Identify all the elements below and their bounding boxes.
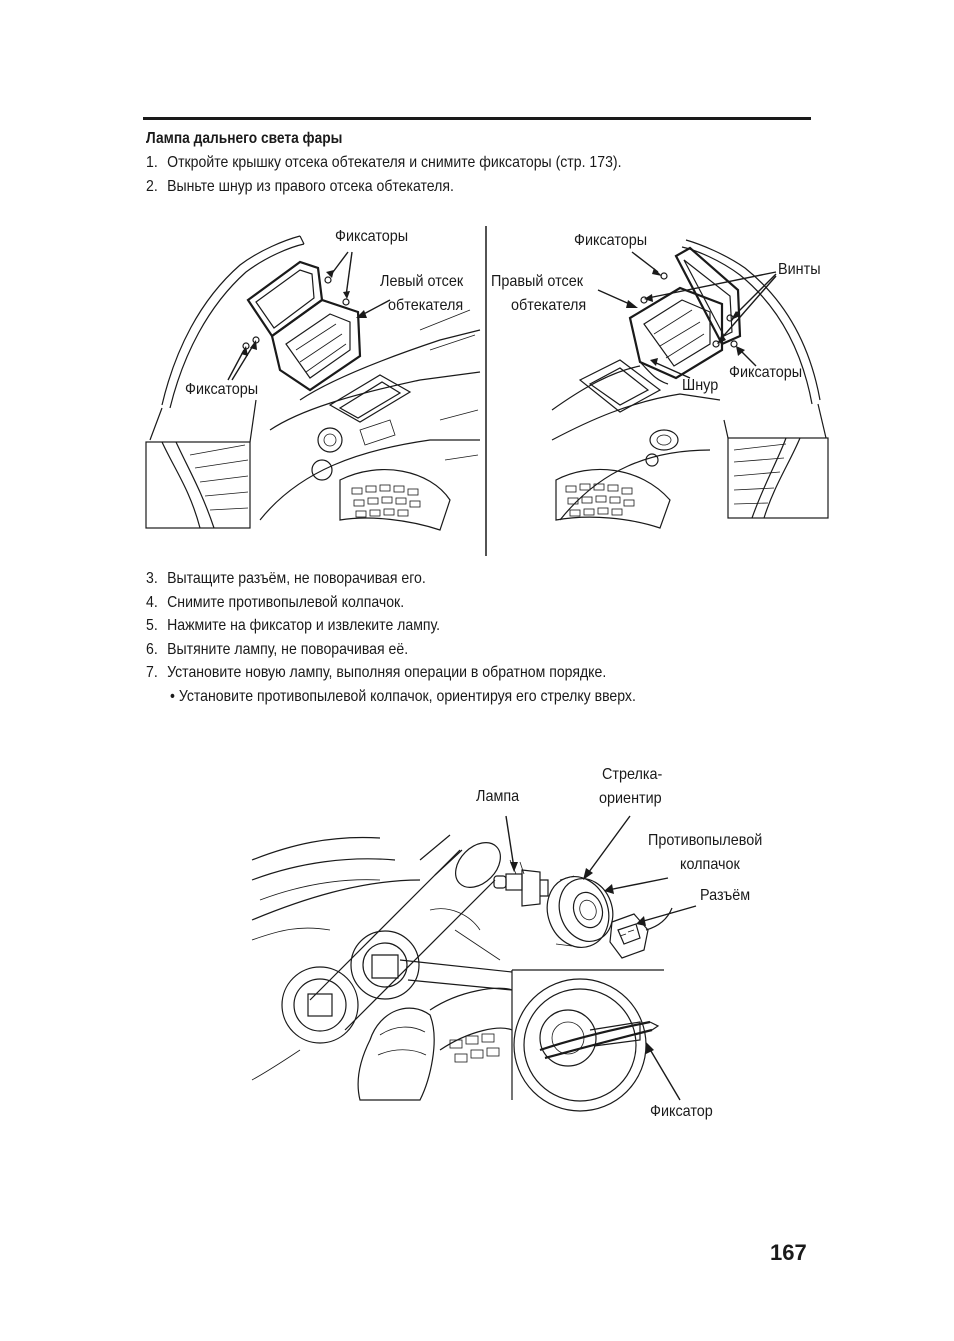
section-heading: Лампа дальнего света фары xyxy=(146,130,343,147)
label-lamp: Лампа xyxy=(476,788,520,805)
step-text: Установите новую лампу, выполняя операци… xyxy=(167,664,607,681)
label-clips-bottom-right: Фиксаторы xyxy=(729,364,803,381)
label-clips-top-right: Фиксаторы xyxy=(574,232,648,249)
step-text: Нажмите на фиксатор и извлеките лампу. xyxy=(167,617,441,634)
dust-cap-drawing xyxy=(546,875,614,948)
bulb-drawing xyxy=(493,859,549,907)
retainer-arrow xyxy=(647,1045,681,1101)
cord-arrow xyxy=(653,361,691,379)
label-dust-cap-1: Противопылевой xyxy=(648,832,763,849)
header-rule xyxy=(143,117,811,120)
label-retainer: Фиксатор xyxy=(650,1103,713,1120)
step-number: 7. xyxy=(146,664,158,681)
screw-arrow-3 xyxy=(719,275,777,341)
left-clip-arrow-2 xyxy=(345,251,353,297)
step-text: Вытяните лампу, не поворачивая её. xyxy=(167,641,409,658)
connector-arrow xyxy=(639,905,697,923)
label-arrow-guide-2: ориентир xyxy=(599,790,662,807)
retainer-detail-inset xyxy=(511,969,664,1112)
step-3: 3. Вытащите разъём, не поворачивая его. xyxy=(146,570,426,588)
dust-cap-arrow xyxy=(607,877,669,891)
label-left-compartment-2: обтекателя xyxy=(388,297,464,314)
right-clip-arrow-2 xyxy=(739,349,757,367)
label-clips-bottom-left: Фиксаторы xyxy=(185,381,259,398)
step-number: 3. xyxy=(146,570,158,587)
right-fairing-drawing xyxy=(551,239,829,529)
arrow-guide-arrow xyxy=(585,815,631,877)
label-left-compartment-1: Левый отсек xyxy=(380,273,464,290)
right-clip-arrow xyxy=(631,251,659,273)
step-text: Вытащите разъём, не поворачивая его. xyxy=(167,570,426,587)
step-6: 6. Вытяните лампу, не поворачивая её. xyxy=(146,641,408,659)
label-screws: Винты xyxy=(778,261,821,278)
label-right-compartment-1: Правый отсек xyxy=(491,273,584,290)
connector-drawing xyxy=(609,907,673,959)
label-clips-top-left: Фиксаторы xyxy=(335,228,409,245)
step-number: 4. xyxy=(146,594,158,611)
left-clip-arrow-3 xyxy=(227,349,245,381)
step-4: 4. Снимите противопылевой колпачок. xyxy=(146,594,404,612)
left-fairing-drawing xyxy=(145,235,481,531)
left-clip-arrow-4 xyxy=(231,343,255,381)
step-number: 1. xyxy=(146,154,158,171)
screw-arrow-1 xyxy=(647,271,777,299)
page-number: 167 xyxy=(770,1240,807,1265)
headlight-assembly-drawing xyxy=(251,834,513,1101)
step-text: Выньте шнур из правого отсека обтекателя… xyxy=(167,178,454,195)
label-connector: Разъём xyxy=(700,887,751,904)
label-right-compartment-2: обтекателя xyxy=(511,297,587,314)
step-number: 5. xyxy=(146,617,158,634)
step-number: 2. xyxy=(146,178,158,195)
step-text: Снимите противопылевой колпачок. xyxy=(167,594,405,611)
step-7: 7. Установите новую лампу, выполняя опера… xyxy=(146,664,606,682)
bullet-note: • Установите противопылевой колпачок, ор… xyxy=(170,688,636,705)
step-2: 2. Выньте шнур из правого отсека обтекате… xyxy=(146,178,454,196)
label-arrow-guide-1: Стрелка- xyxy=(602,766,663,783)
label-cord: Шнур xyxy=(682,377,719,394)
step-number: 6. xyxy=(146,641,158,658)
step-5: 5. Нажмите на фиксатор и извлеките лампу. xyxy=(146,617,440,635)
label-dust-cap-2: колпачок xyxy=(680,856,740,873)
step-1: 1. Откройте крышку отсека обтекателя и сн… xyxy=(146,154,622,172)
step-text: Откройте крышку отсека обтекателя и сним… xyxy=(167,154,622,171)
screw-arrow-2 xyxy=(733,273,777,317)
lamp-arrow xyxy=(505,815,515,869)
